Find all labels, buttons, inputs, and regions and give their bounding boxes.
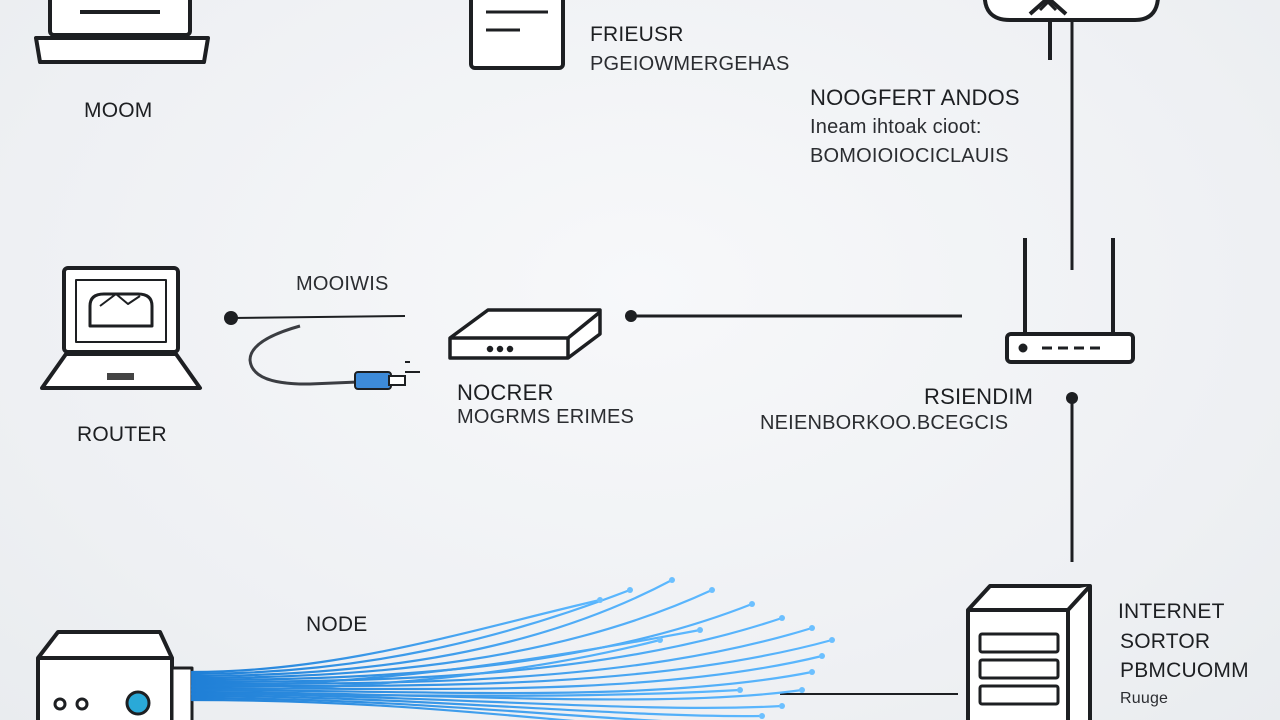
label-router-sub: NEIENBORKOO.BCEGCIS (760, 412, 1009, 434)
cloud-icon (983, 0, 1160, 60)
label-node: NODE (306, 613, 368, 636)
label-laptop: ROUTER (77, 423, 167, 446)
label-cable: MOOIWIS (296, 273, 389, 295)
document-icon (469, 0, 565, 70)
label-top-right-title: NOOGFERT ANDOS (810, 85, 1020, 110)
wifi-router-icon (1005, 238, 1135, 364)
node-box-icon (36, 630, 194, 720)
server-icon (966, 584, 1092, 720)
label-top-left: MOOM (84, 99, 153, 122)
label-switch-sub: MOGRMS ERIMES (457, 406, 635, 428)
label-server-line3: PBMCUOMM (1120, 659, 1249, 682)
laptop-icon (40, 266, 202, 390)
fiber-optic-bundle (190, 578, 834, 720)
label-top-center-title: FRIEUSR (590, 23, 684, 46)
label-server-line4: Ruuge (1120, 690, 1169, 707)
label-server-line1: INTERNET (1118, 600, 1225, 623)
label-server-line2: SORTOR (1120, 630, 1211, 653)
label-top-right-line2: BOMOIOIOCICLAUIS (810, 145, 1009, 167)
laptop-icon-top (34, 0, 210, 64)
label-router-title: RSIENDIM (924, 384, 1034, 409)
usb-cable-icon (248, 324, 420, 390)
label-top-center-sub: PGEIOWMERGEHAS (590, 53, 790, 75)
label-top-right-line1: Ineam ihtoak cioot: (810, 116, 982, 138)
switch-icon (448, 308, 602, 360)
label-switch-title: NOCRER (457, 380, 554, 405)
fiber-tips (597, 577, 835, 719)
